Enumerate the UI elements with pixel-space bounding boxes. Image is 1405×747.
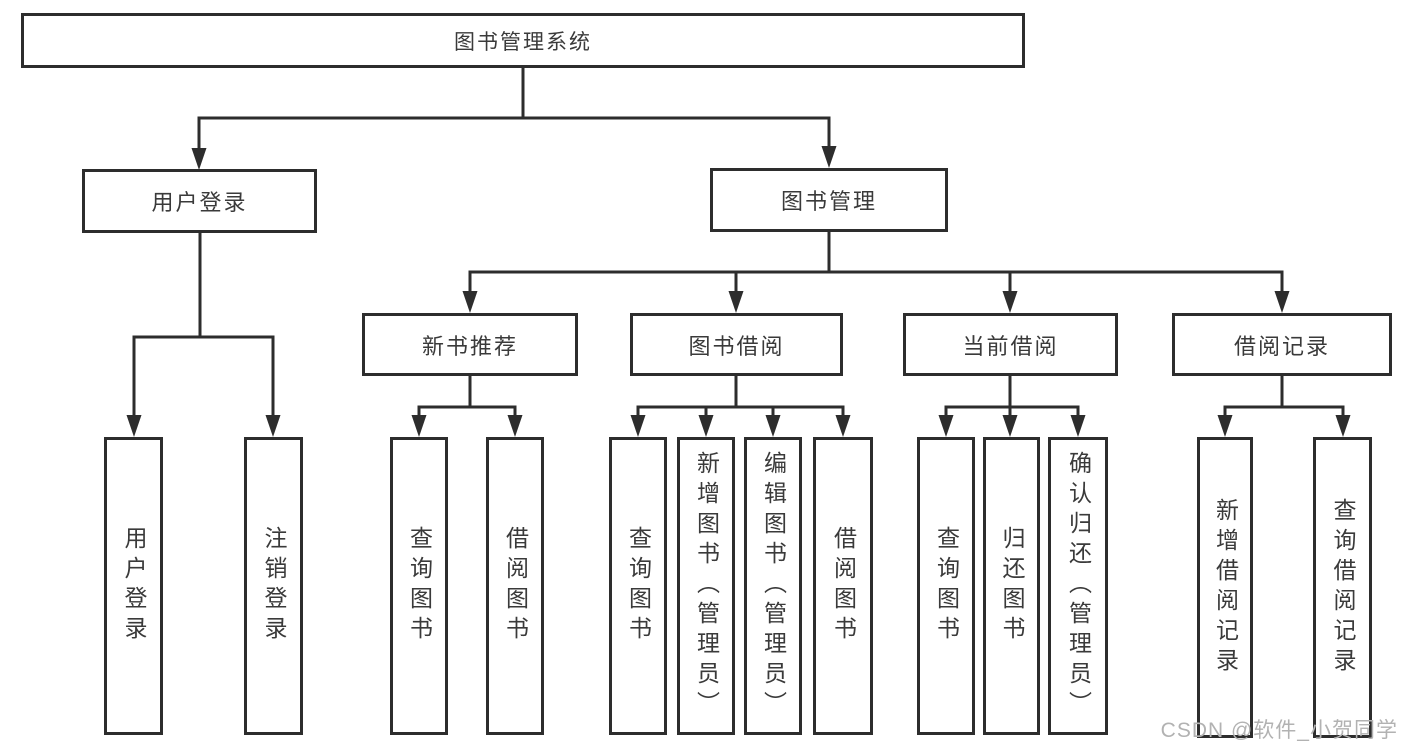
- node-root: 图书管理系统: [21, 13, 1025, 68]
- leaf-query-books-recommend: 查询图书: [390, 437, 448, 735]
- node-user-login: 用户登录: [82, 169, 317, 233]
- leaf-query-books-current: 查询图书: [917, 437, 975, 735]
- leaf-return-book: 归还图书: [983, 437, 1040, 735]
- leaf-borrow-books-recommend: 借阅图书: [486, 437, 544, 735]
- node-current-borrowing: 当前借阅: [903, 313, 1118, 376]
- leaf-confirm-return-admin: 确认归还（管理员）: [1048, 437, 1108, 735]
- leaf-query-books-borrowing: 查询图书: [609, 437, 667, 735]
- leaf-borrow-books: 借阅图书: [813, 437, 873, 735]
- leaf-user-login: 用户登录: [104, 437, 163, 735]
- leaf-add-borrow-record: 新增借阅记录: [1197, 437, 1253, 738]
- watermark: CSDN @软件_小贺同学: [1160, 719, 1398, 742]
- leaf-add-book-admin: 新增图书（管理员）: [677, 437, 735, 735]
- node-book-borrowing: 图书借阅: [630, 313, 843, 376]
- leaf-logout: 注销登录: [244, 437, 303, 735]
- node-borrowing-records: 借阅记录: [1172, 313, 1392, 376]
- leaf-query-borrow-record: 查询借阅记录: [1313, 437, 1372, 738]
- node-book-management: 图书管理: [710, 168, 948, 232]
- node-new-book-recommend: 新书推荐: [362, 313, 578, 376]
- leaf-edit-book-admin: 编辑图书（管理员）: [744, 437, 802, 735]
